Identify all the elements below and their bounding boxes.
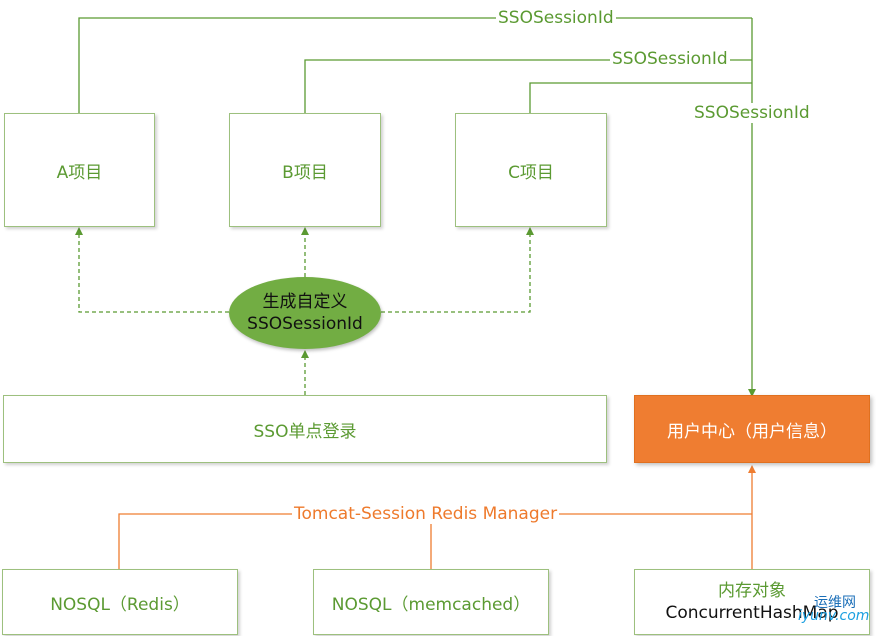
memcached-store-box: NOSQL（memcached） (313, 569, 549, 635)
session-label-2: SSOSessionId (610, 49, 730, 69)
redis-store-box: NOSQL（Redis） (2, 569, 238, 635)
session-generator-ellipse: 生成自定义 SSOSessionId (229, 277, 381, 349)
user-center-label: 用户中心（用户信息） (667, 421, 837, 442)
watermark-en: iyunv.com (798, 608, 870, 624)
generator-dashed-lines (75, 227, 534, 395)
session-label-1: SSOSessionId (496, 8, 616, 28)
sso-login-box: SSO单点登录 (3, 395, 607, 463)
project-c-box: C项目 (455, 113, 607, 227)
project-b-label: B项目 (282, 162, 328, 183)
project-b-box: B项目 (229, 113, 381, 227)
user-center-box: 用户中心（用户信息） (634, 395, 870, 463)
project-a-box: A项目 (4, 113, 155, 227)
memory-store-box: 内存对象 ConcurrentHashMap (634, 569, 870, 635)
watermark-logo: 运维网 iyunv.com (798, 592, 870, 626)
watermark-cn: 运维网 (814, 595, 856, 611)
sso-login-label: SSO单点登录 (253, 421, 357, 442)
redis-store-label: NOSQL（Redis） (50, 594, 190, 615)
generator-line2: SSOSessionId (247, 314, 363, 334)
dash-to-a (75, 227, 229, 313)
session-label-3: SSOSessionId (692, 103, 812, 123)
line-b-to-user-center (304, 59, 752, 113)
session-lines (78, 17, 756, 397)
generator-line1: 生成自定义 (262, 292, 348, 312)
memory-store-label-1: 内存对象 (718, 581, 786, 601)
dash-to-c (381, 227, 534, 313)
line-c-to-user-center (529, 82, 752, 113)
project-a-label: A项目 (56, 162, 103, 183)
project-c-label: C项目 (508, 162, 554, 183)
redis-manager-label: Tomcat-Session Redis Manager (292, 504, 560, 524)
memory-store-label-2: ConcurrentHashMap (665, 603, 839, 623)
memcached-store-label: NOSQL（memcached） (331, 594, 531, 615)
